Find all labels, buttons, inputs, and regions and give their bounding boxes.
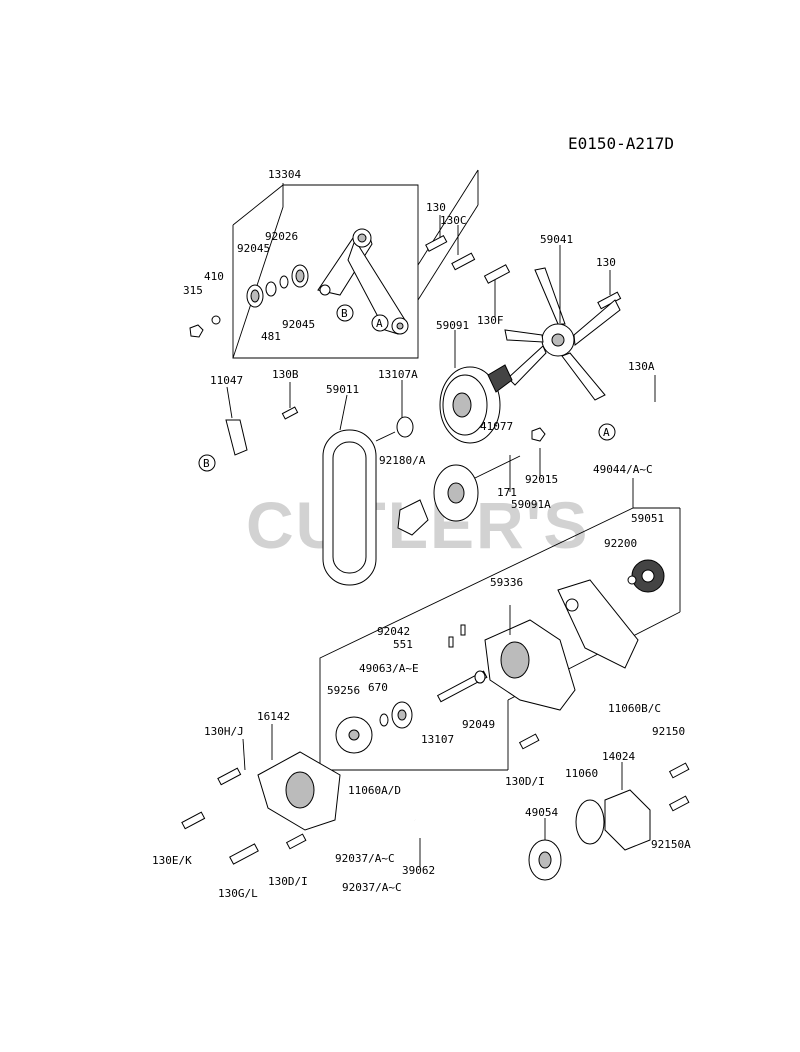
part-label: 92042 <box>377 625 410 638</box>
part-label: 59336 <box>490 576 523 589</box>
seal-49063-part <box>379 701 413 729</box>
part-label: 41077 <box>480 420 513 433</box>
leader-lines <box>226 215 656 868</box>
bearing-set <box>189 264 309 338</box>
part-label: 16142 <box>257 710 290 723</box>
bolt-group-bottom <box>181 733 690 865</box>
part-label: 13107 <box>421 733 454 746</box>
part-label: 92045 <box>237 242 270 255</box>
part-label: 11060B/C <box>608 702 661 715</box>
hose-39062-part <box>414 818 464 881</box>
shaft-13107a-part <box>375 416 414 442</box>
part-label: 13107A <box>378 368 418 381</box>
pulley-59091a-part <box>433 464 479 522</box>
part-label: 130C <box>440 214 467 227</box>
part-label: 130H/J <box>204 725 244 738</box>
part-label: 59011 <box>326 383 359 396</box>
part-label: 130F <box>477 314 504 327</box>
part-label: 481 <box>261 330 281 343</box>
part-label: 92049 <box>462 718 495 731</box>
svg-text:A: A <box>376 317 383 330</box>
part-label: 92180/A <box>379 454 426 467</box>
clamp-41077-part <box>487 364 513 393</box>
part-label: 92026 <box>265 230 298 243</box>
part-label: 130D/I <box>268 875 308 888</box>
pulley-49054-part <box>528 839 562 881</box>
part-labels: 13304 130 130C 92026 92045 410 315 481 9… <box>152 168 691 900</box>
bracket-11047-part <box>225 406 299 456</box>
part-label: 13304 <box>268 168 301 181</box>
part-label: 92037/A~C <box>335 852 395 865</box>
part-label: 49054 <box>525 806 558 819</box>
stud-171-part <box>474 427 546 479</box>
part-label: 49063/A~E <box>359 662 419 675</box>
part-label: 11060 <box>565 767 598 780</box>
bolt-group-top <box>425 234 622 310</box>
fan-part <box>504 267 621 401</box>
part-label: 130G/L <box>218 887 258 900</box>
part-label: 59051 <box>631 512 664 525</box>
diagram-code: E0150-A217D <box>568 134 674 153</box>
part-label: 49044/A~C <box>593 463 653 476</box>
svg-text:A: A <box>603 426 610 439</box>
svg-text:B: B <box>203 457 210 470</box>
gasket-92180-part <box>397 499 429 536</box>
callout-a-2: A <box>598 423 616 441</box>
svg-text:B: B <box>341 307 348 320</box>
part-label: 130E/K <box>152 854 192 867</box>
callout-a-1: A <box>371 314 389 332</box>
part-label: 11060A/D <box>348 784 401 797</box>
gasket-11060bc-part <box>557 579 639 669</box>
part-label: 92037/A~C <box>342 881 402 894</box>
part-label: 92150 <box>652 725 685 738</box>
part-label: 171 <box>497 486 517 499</box>
part-label: 92200 <box>604 537 637 550</box>
part-label: 670 <box>368 681 388 694</box>
part-label: 92015 <box>525 473 558 486</box>
part-label: 14024 <box>602 750 635 763</box>
part-label: 410 <box>204 270 224 283</box>
pump-body-59336-part <box>484 619 576 711</box>
gear-59051-part <box>627 559 665 593</box>
part-label: 59091A <box>511 498 551 511</box>
part-label: 11047 <box>210 374 243 387</box>
part-label: 39062 <box>402 864 435 877</box>
part-label: 551 <box>393 638 413 651</box>
part-label: 130 <box>426 201 446 214</box>
part-label: 130B <box>272 368 299 381</box>
impeller-59256-part <box>335 716 373 754</box>
belt-59011-part <box>322 429 377 586</box>
part-label: 59041 <box>540 233 573 246</box>
part-label: 315 <box>183 284 203 297</box>
callout-b-1: B <box>336 304 354 322</box>
callout-b-2: B <box>198 454 216 472</box>
part-label: 59091 <box>436 319 469 332</box>
part-label: 130D/I <box>505 775 545 788</box>
part-label: 92045 <box>282 318 315 331</box>
cover-16142-part <box>257 751 341 831</box>
part-label: 130A <box>628 360 655 373</box>
part-label: 130 <box>596 256 616 269</box>
part-label: 59256 <box>327 684 360 697</box>
tensioner-arm-part <box>317 228 409 335</box>
pulley-59091-part <box>439 366 501 444</box>
flange-14024-part <box>575 789 651 851</box>
small-parts <box>436 624 488 703</box>
part-label: 92150A <box>651 838 691 851</box>
